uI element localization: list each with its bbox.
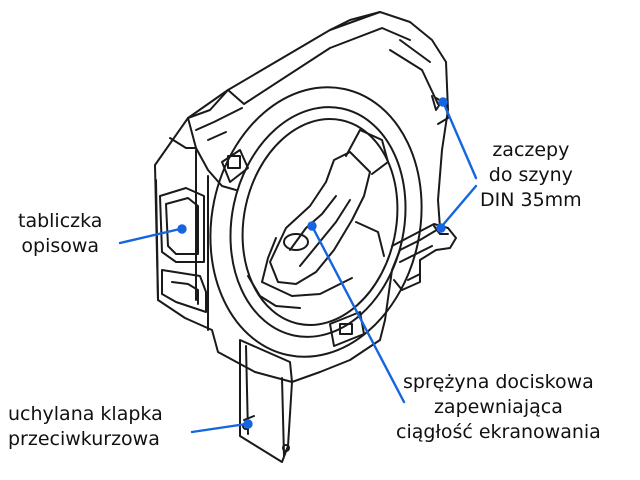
callout-din-hooks-line-2: do szyny [488,164,573,186]
housing-outline [154,11,449,383]
callout-line-flap [190,422,248,434]
callout-din-hooks: zaczepy do szyny DIN 35mm [480,138,582,213]
callout-line-hook-lower [440,184,478,228]
callout-dot-hook-lower [436,223,446,233]
dust-flap [239,339,293,463]
callout-line-spring [310,224,406,404]
callout-spring: sprężyna dociskowa zapewniająca ciągłość… [396,370,601,445]
callout-spring-line-1: sprężyna dociskowa [402,371,594,393]
callout-dot-hook-upper [438,97,448,107]
callout-nameplate-line-1: tabliczka [18,210,103,232]
callout-dot-nameplate [177,224,187,234]
callout-dust-flap-line-1: uchylana klapka [8,403,163,425]
callout-spring-line-2: zapewniająca [433,396,563,418]
callout-line-hook-upper [442,102,478,180]
callout-dot-flap [243,419,253,429]
callout-din-hooks-line-1: zaczepy [492,139,570,161]
callout-nameplate-line-2: opisowa [21,235,100,257]
callout-dust-flap-line-2: przeciwkurzowa [8,428,160,450]
callout-dust-flap: uchylana klapka przeciwkurzowa [8,402,163,452]
callout-din-hooks-line-3: DIN 35mm [480,189,582,211]
shield-frame [209,86,423,358]
spring-contact [247,129,389,309]
callout-dot-spring [307,221,317,231]
nameplate-slot [159,187,207,313]
callout-line-nameplate [118,227,182,245]
callout-spring-line-3: ciągłość ekranowania [396,421,601,443]
callout-nameplate: tabliczka opisowa [18,209,102,259]
